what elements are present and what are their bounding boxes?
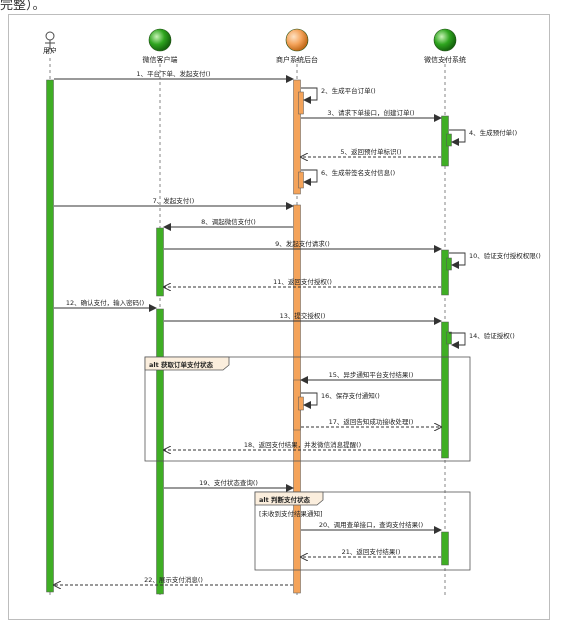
actor-label-paysys: 微信支付系统 [424, 55, 466, 64]
fragment-1-guard: [未收到支付结果通知] [259, 509, 323, 518]
activation-paysys-self-14 [446, 331, 452, 345]
fragment-1-title: 判断支付状态 [271, 495, 311, 504]
self-message-arrow-2 [301, 87, 318, 104]
self-message-arrow-6 [301, 169, 318, 186]
activation-client-1 [156, 227, 164, 297]
message-label-16: 16、保存支付通知() [321, 391, 380, 400]
message-label-4: 4、生成预付单() [469, 128, 517, 137]
message-label-10: 10、验证支付授权权限() [469, 251, 541, 260]
message-label-21: 21、返回支付结果() [342, 547, 401, 556]
message-label-6: 6、生成带签名支付信息() [321, 168, 395, 177]
message-label-11: 11、返回支付授权() [273, 277, 332, 286]
message-label-12: 12、确认支付，输入密码() [66, 298, 144, 307]
activation-paysys-self-4 [446, 133, 452, 147]
message-label-20: 20、调用查单接口，查询支付结果() [319, 520, 423, 529]
actor-label-client: 微信客户端 [143, 55, 178, 64]
activation-paysys-3 [441, 321, 449, 459]
fragment-0-tab [144, 356, 230, 371]
self-message-arrow-14 [449, 332, 466, 349]
activation-merchant-self-2 [298, 91, 304, 115]
message-label-9: 9、发起支付请求() [275, 239, 330, 248]
message-label-18: 18、返回支付结果，并发微信消息提醒() [244, 440, 361, 449]
message-label-2: 2、生成平台订单() [321, 86, 376, 95]
self-message-arrow-16 [301, 392, 318, 409]
activation-client-2 [156, 308, 164, 595]
message-label-1: 1、平台下单、发起支付() [136, 69, 210, 78]
top-text: 完整）。 [0, 0, 46, 13]
client-entity-icon [148, 28, 172, 52]
activation-merchant-1 [293, 79, 301, 195]
fragment-0-frame [144, 356, 471, 462]
fragment-0-title: 获取订单支付状态 [161, 360, 214, 369]
message-label-15: 15、异步通知平台支付结果() [329, 370, 414, 379]
activation-paysys-2 [441, 249, 449, 296]
user-actor-leg-left [45, 47, 51, 54]
self-message-arrow-10 [449, 252, 466, 269]
activation-paysys-4 [441, 531, 449, 566]
actor-label-user: 用户 [43, 46, 57, 55]
message-label-14: 14、验证授权() [469, 331, 515, 340]
message-label-13: 13、提交授权() [280, 311, 326, 320]
message-label-3: 3、请求下单接口，创建订单() [327, 108, 414, 117]
activation-user [46, 79, 54, 593]
message-label-5: 5、返回预付单标识() [340, 147, 401, 156]
message-label-7: 7、发起支付() [153, 196, 195, 205]
activation-paysys-self-10 [446, 257, 452, 271]
fragment-1-operator: alt [259, 496, 269, 504]
user-actor-icon [45, 31, 55, 41]
fragment-0-operator: alt [149, 361, 159, 369]
activation-merchant-self-6 [298, 171, 304, 189]
merchant-entity-icon [285, 28, 309, 52]
activation-merchant-self-16 [298, 396, 304, 411]
message-label-17: 17、返回告知成功接收处理() [329, 417, 414, 426]
message-label-22: 22、展示支付消息() [144, 575, 203, 584]
self-message-arrow-4 [449, 129, 466, 146]
diagram-frame [8, 14, 550, 620]
message-label-8: 8、调起微信支付() [201, 217, 256, 226]
fragment-1-frame [254, 491, 471, 571]
fragment-1-tab [254, 491, 324, 506]
actor-label-merchant: 商户系统后台 [276, 55, 318, 64]
paysys-entity-icon [433, 28, 457, 52]
message-label-19: 19、支付状态查询() [199, 478, 258, 487]
user-actor-leg-right [49, 47, 55, 54]
